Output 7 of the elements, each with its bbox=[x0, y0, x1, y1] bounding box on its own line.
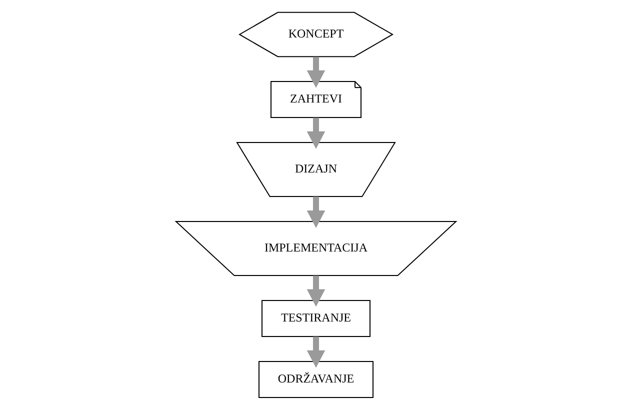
node-box: ODRŽAVANJE bbox=[258, 361, 374, 398]
arrow bbox=[306, 336, 326, 368]
arrow bbox=[306, 118, 326, 149]
node-box: TESTIRANJE bbox=[262, 300, 370, 338]
arrow bbox=[306, 276, 326, 307]
arrow bbox=[306, 196, 326, 228]
arrow bbox=[306, 56, 326, 88]
